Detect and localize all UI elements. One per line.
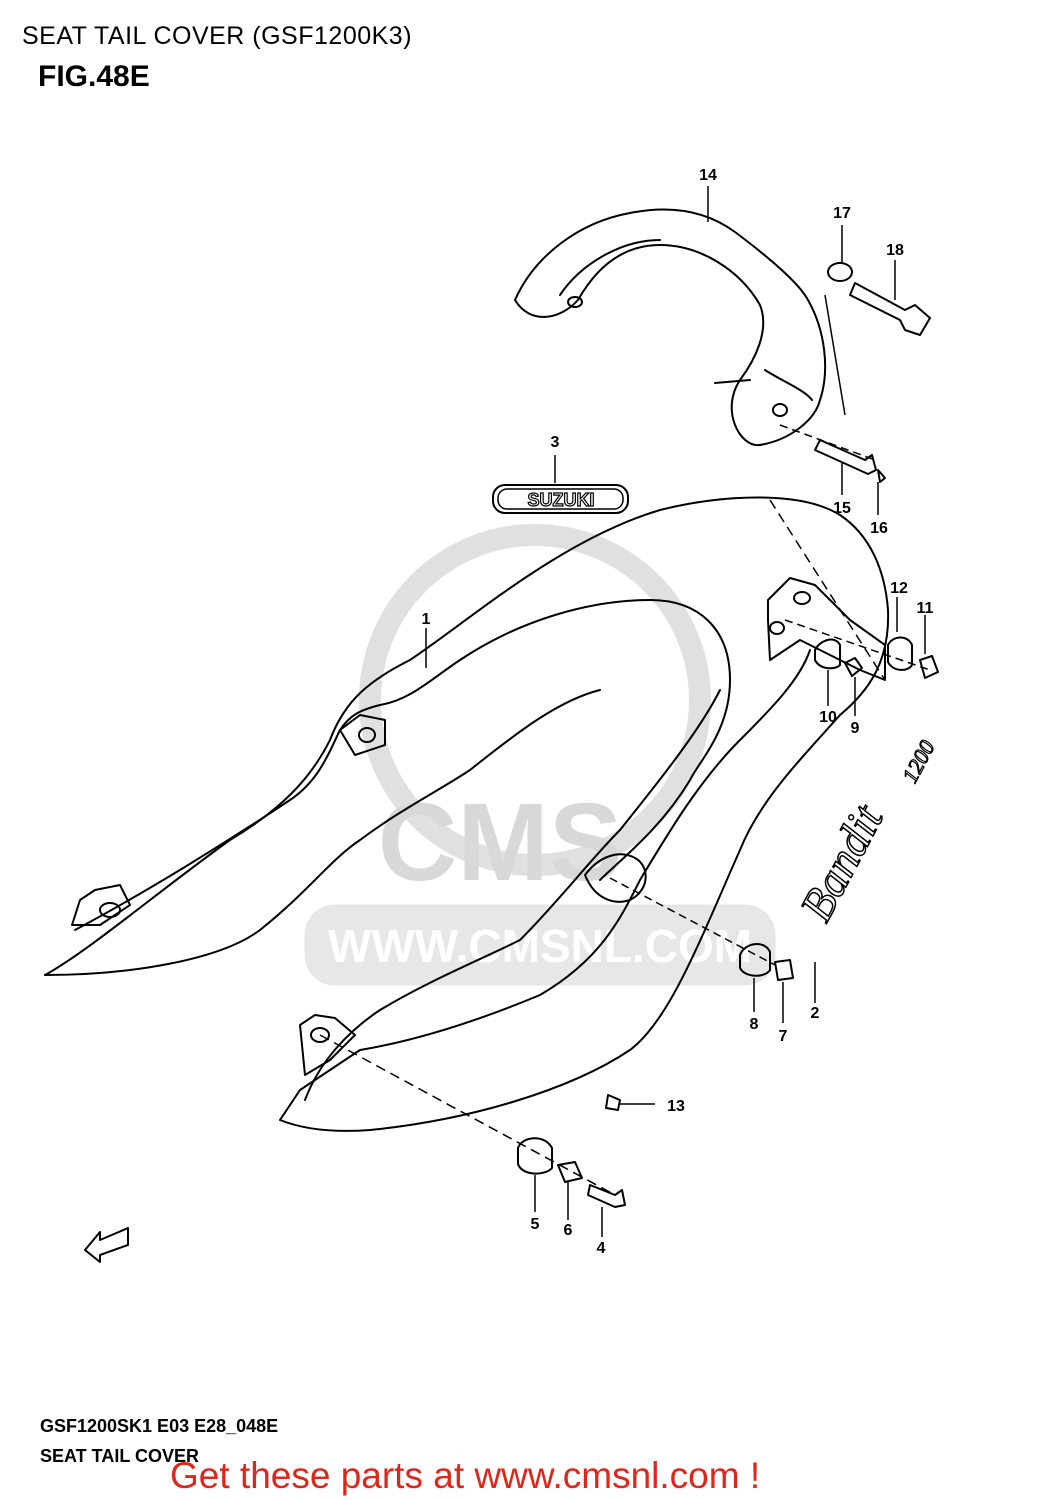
callout-11: 11 — [917, 600, 934, 617]
fwd-label: FWD — [102, 1239, 123, 1249]
callout-9: 9 — [851, 720, 860, 737]
suzuki-emblem: SUZUKI — [492, 484, 629, 514]
watermark: CMS WWW.CMSNL.COM — [304, 524, 776, 986]
emblem-text: SUZUKI — [528, 490, 595, 510]
callout-7: 7 — [779, 1028, 788, 1045]
footer-diagram-name: SEAT TAIL COVER — [40, 1446, 200, 1466]
callout-13: 13 — [667, 1098, 685, 1115]
callout-17: 17 — [833, 205, 851, 222]
callout-3: 3 — [551, 434, 560, 451]
callout-16: 16 — [870, 520, 888, 537]
callout-1: 1 — [422, 611, 431, 628]
promo-link[interactable]: Get these parts at www.cmsnl.com ! — [170, 1455, 761, 1496]
callout-10: 10 — [819, 709, 837, 726]
footer-diagram-code: GSF1200SK1 E03 E28_048E — [40, 1416, 279, 1436]
watermark-logo-ring — [359, 524, 711, 876]
callout-2: 2 — [811, 1005, 820, 1022]
callout-15: 15 — [833, 500, 851, 517]
watermark-logo: CMS — [378, 781, 622, 904]
callout-14: 14 — [699, 167, 717, 184]
watermark-text: WWW.CMSNL.COM — [328, 920, 752, 972]
leader-lines — [425, 186, 926, 1237]
callout-4: 4 — [597, 1240, 606, 1257]
grab-rail — [514, 208, 846, 447]
callout-5: 5 — [531, 1216, 540, 1233]
figure-number: FIG.48E — [38, 60, 150, 93]
callout-12: 12 — [890, 580, 908, 597]
watermark-banner — [304, 904, 776, 986]
callout-18: 18 — [886, 242, 904, 259]
fwd-arrow-icon: FWD — [84, 1227, 129, 1263]
decal-text: Bandit — [790, 796, 893, 929]
callouts: 1 2 3 4 5 6 7 8 9 10 11 12 13 14 15 16 1… — [422, 167, 934, 1257]
page-title: SEAT TAIL COVER (GSF1200K3) — [22, 22, 413, 50]
decal-number: 1200 — [897, 736, 940, 787]
callout-6: 6 — [564, 1222, 573, 1239]
hardware — [319, 262, 939, 1208]
callout-8: 8 — [750, 1016, 759, 1033]
bandit-decal: Bandit 1200 — [789, 736, 940, 930]
